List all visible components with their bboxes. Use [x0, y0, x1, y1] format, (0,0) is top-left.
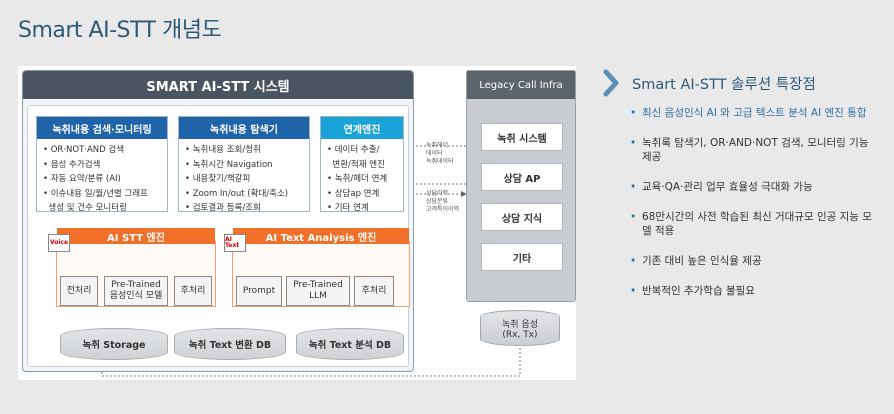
legacy-other: 기타 — [481, 243, 563, 271]
func-item: • 자동 요약/분류 (AI) — [43, 174, 121, 184]
func-item: 변환/적재 엔진 — [332, 159, 385, 170]
func-item: • 기타 연계 — [327, 203, 369, 213]
smart-ai-stt-system: SMART AI-STT 시스템 녹취내용 검색·모니터링 • OR·NOT·A… — [22, 70, 414, 372]
text-analysis-db: 녹취 Text 분석 DB — [296, 328, 404, 360]
func-item: • 녹취내용 조회/청취 — [185, 145, 261, 155]
system-title: SMART AI-STT 시스템 — [23, 71, 413, 99]
prompt-step: Prompt — [236, 276, 282, 306]
search-monitoring-head: 녹취내용 검색·모니터링 — [37, 117, 167, 139]
consult-ap: 상담 AP — [481, 163, 563, 191]
func-item: • 상담ap 연계 — [327, 188, 380, 199]
ai-stt-engine-head: AI STT 엔진 — [57, 228, 215, 244]
concept-diagram: SMART AI-STT 시스템 녹취내용 검색·모니터링 • OR·NOT·A… — [18, 66, 576, 380]
legacy-call-infra: Legacy Call Infra 녹취 시스템 상담 AP 상담 지식 기타 — [466, 70, 576, 302]
recording-explorer-box: 녹취내용 탐색기 • 녹취내용 조회/청취 • 녹취시간 Navigation … — [178, 116, 310, 213]
func-item: • OR·NOT·AND 검색 — [43, 145, 125, 155]
features-title: Smart AI-STT 솔루션 특장점 — [632, 76, 816, 93]
feature-item: 최신 음성인식 AI 와 고급 텍스트 분석 AI 엔진 통합 — [630, 106, 880, 120]
search-monitoring-list: • OR·NOT·AND 검색 • 음성 추가검색 • 자동 요약/분류 (AI… — [37, 139, 167, 220]
func-item: • 녹취시간 Navigation — [185, 159, 273, 170]
func-item: • 음성 추가검색 — [43, 159, 101, 170]
feature-item: 기존 대비 높은 인식율 제공 — [630, 254, 880, 268]
func-item: • 이슈내용 일/월/년별 그래프 — [43, 188, 148, 199]
recording-voice-db: 녹취 음성 (Rx, Tx) — [480, 310, 560, 346]
search-monitoring-box: 녹취내용 검색·모니터링 • OR·NOT·AND 검색 • 음성 추가검색 •… — [36, 116, 168, 213]
recording-explorer-head: 녹취내용 탐색기 — [179, 117, 309, 139]
integration-engine-list: • 데이터 추출/ 변환/적재 엔진 • 녹취/헤더 연계 • 상담ap 연계 … — [321, 139, 403, 220]
llm-step: Pre-Trained LLM — [286, 276, 350, 306]
feature-item: 교육·QA·관리 업무 효율성 극대화 가능 — [630, 180, 880, 194]
feature-item: 68만시간의 사전 학습된 최신 거대규모 인공 지능 모델 적용 — [630, 210, 880, 238]
features-list: 최신 음성인식 AI 와 고급 텍스트 분석 AI 엔진 통합 녹취록 탐색기,… — [630, 106, 880, 298]
integration-engine-head: 연계엔진 — [321, 117, 403, 139]
ai-text-badge-icon: AI Text — [224, 234, 246, 252]
features-header: Smart AI-STT 솔루션 특장점 — [602, 68, 816, 98]
page-title: Smart AI-STT 개념도 — [18, 18, 222, 43]
recording-system: 녹취 시스템 — [481, 123, 563, 151]
func-item: • 검토결과 등록/조회 — [185, 203, 261, 213]
ai-text-engine-head: AI Text Analysis 엔진 — [233, 228, 409, 244]
func-item: 생성 및 건수 모니터링 — [48, 203, 127, 213]
func-item: • 내용찾기/책갈피 — [185, 174, 251, 184]
func-item: • Zoom In/out (확대/축소) — [185, 188, 289, 199]
chevron-right-icon — [603, 69, 619, 97]
text-conversion-db: 녹취 Text 변환 DB — [174, 328, 286, 360]
legacy-title: Legacy Call Infra — [467, 71, 575, 99]
voice-storage-link — [101, 348, 521, 377]
feature-item: 반복적인 추가학습 불필요 — [630, 284, 880, 298]
voice-badge-icon: Voice — [48, 234, 70, 252]
stt-postprocess-step: 후처리 — [174, 276, 212, 306]
integration-engine-box: 연계엔진 • 데이터 추출/ 변환/적재 엔진 • 녹취/헤더 연계 • 상담a… — [320, 116, 404, 213]
func-item: • 녹취/헤더 연계 — [327, 174, 388, 184]
feature-item: 녹취록 탐색기, OR·AND·NOT 검색, 모니터링 기능 제공 — [630, 136, 880, 164]
func-item: • 데이터 추출/ — [327, 145, 380, 155]
text-postprocess-step: 후처리 — [354, 276, 394, 306]
stt-model-step: Pre-Trained 음성인식 모델 — [104, 276, 168, 306]
consult-knowledge: 상담 지식 — [481, 203, 563, 231]
recording-storage-db: 녹취 Storage — [60, 328, 168, 360]
recording-explorer-list: • 녹취내용 조회/청취 • 녹취시간 Navigation • 내용찾기/책갈… — [179, 139, 309, 220]
stt-preprocess-step: 전처리 — [60, 276, 98, 306]
